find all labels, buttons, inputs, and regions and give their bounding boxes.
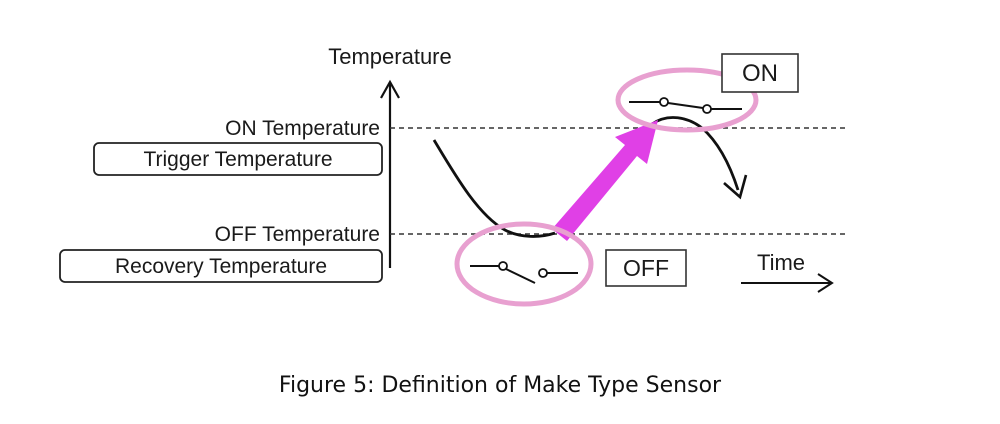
off-temperature-label: OFF Temperature xyxy=(215,223,380,246)
off-state-box xyxy=(605,249,687,287)
recovery-temperature-label: Recovery Temperature xyxy=(115,255,327,278)
trigger-temperature-box xyxy=(93,142,383,176)
switch-open-icon xyxy=(470,261,578,284)
trigger-temperature-label: Trigger Temperature xyxy=(143,148,332,171)
on-temperature-label: ON Temperature xyxy=(225,117,380,140)
off-state-label: OFF xyxy=(623,255,669,281)
on-state-box xyxy=(721,53,799,93)
temperature-curve-falling xyxy=(432,139,556,238)
time-axis-label: Time xyxy=(757,250,805,275)
time-arrowhead xyxy=(817,273,834,293)
y-axis-label: Temperature xyxy=(328,44,452,69)
transition-arrow xyxy=(552,120,658,241)
on-state-ring xyxy=(615,67,759,133)
recovery-temperature-box xyxy=(59,249,383,283)
switch-closed-icon xyxy=(629,97,742,114)
figure-caption: Figure 5: Definition of Make Type Sensor xyxy=(278,373,722,398)
off-state-ring xyxy=(454,221,594,307)
on-state-label: ON xyxy=(742,60,778,87)
y-axis-arrowhead xyxy=(380,79,400,99)
make-type-sensor-diagram: Temperature ON Temperature OFF Temperatu… xyxy=(59,44,845,307)
curve-arrowhead xyxy=(723,174,748,200)
